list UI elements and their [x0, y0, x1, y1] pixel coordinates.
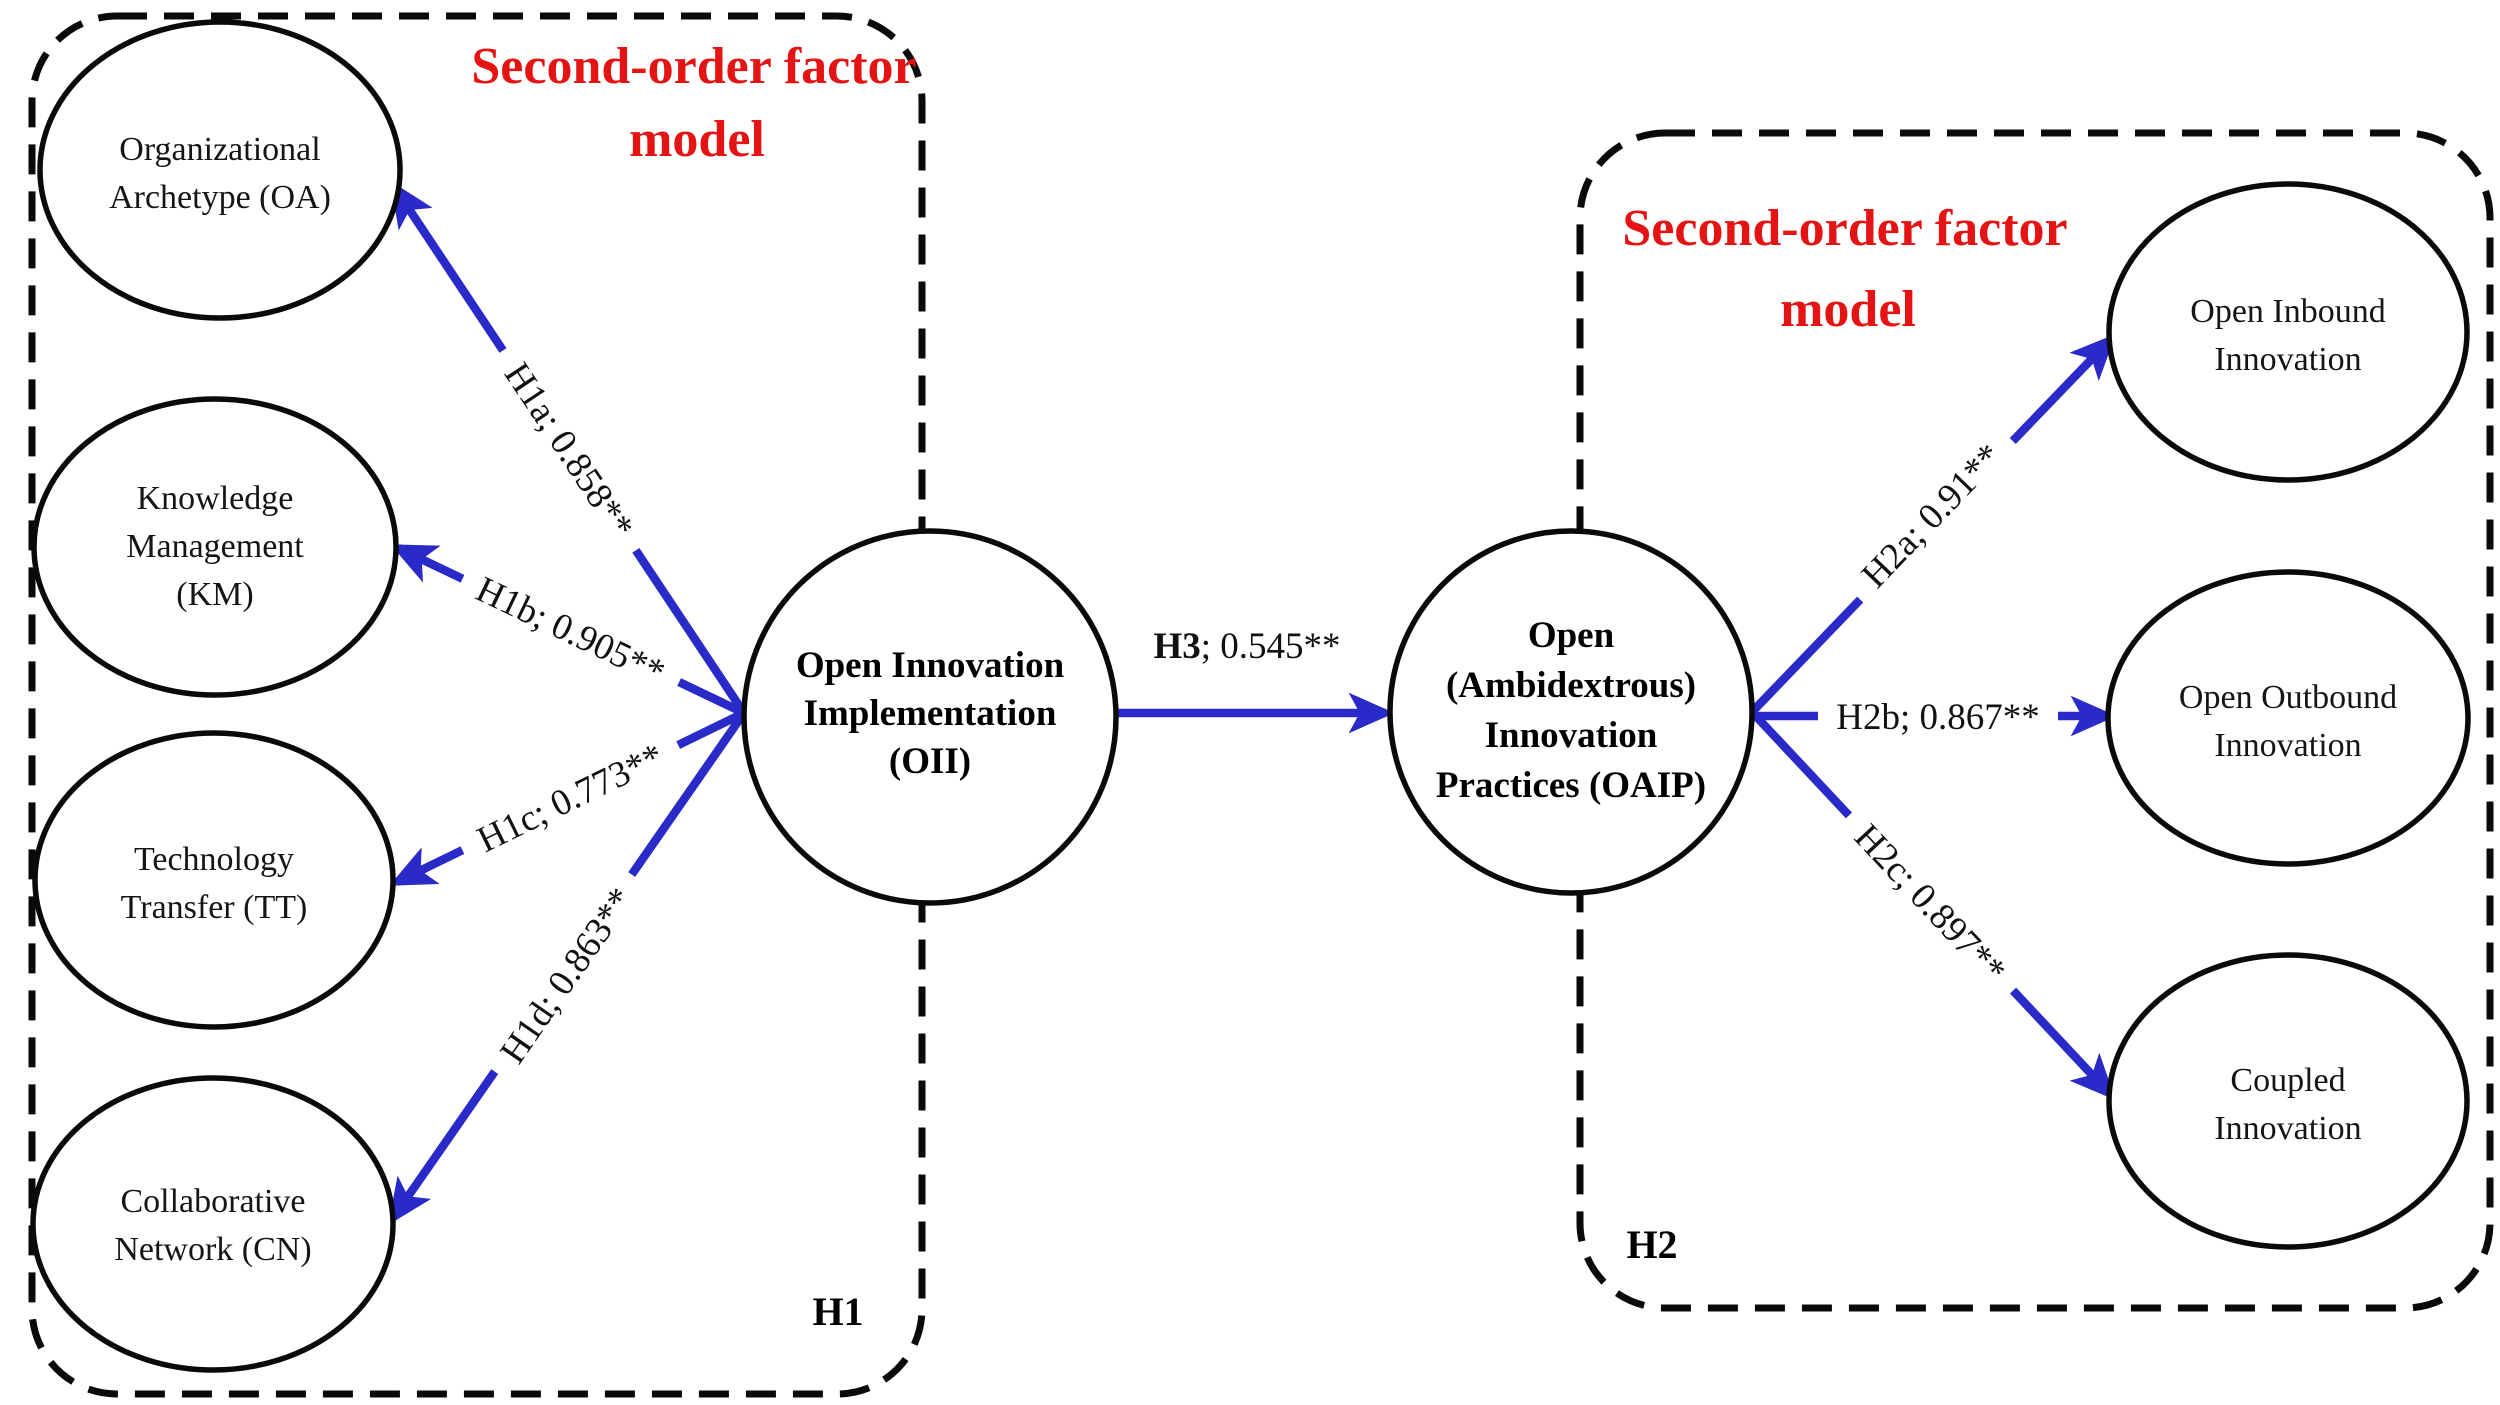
node-oa-label: Organizational Archetype (OA)	[109, 131, 331, 216]
node-oii-line3: (OII)	[889, 741, 971, 782]
node-shapes	[30, 19, 2471, 1373]
node-coupled-label: Coupled Innovation	[2214, 1062, 2361, 1147]
node-cn-line1: Collaborative	[120, 1183, 305, 1220]
node-oii-line1: Open Innovation	[796, 645, 1065, 686]
node-coupled-line2: Innovation	[2214, 1110, 2361, 1147]
left-box-title: Second-order factor model	[471, 38, 916, 168]
node-oaip-line2: (Ambidextrous)	[1446, 665, 1696, 706]
node-knowledge-management	[31, 396, 399, 698]
node-oa-line1: Organizational	[119, 131, 320, 168]
node-outbound-label: Open Outbound Innovation	[2179, 679, 2397, 764]
node-oaip-line3: Innovation	[1485, 715, 1658, 756]
node-inbound-line2: Innovation	[2214, 341, 2361, 378]
node-outbound-line1: Open Outbound	[2179, 679, 2397, 716]
right-box-title: Second-order factor model	[1622, 200, 2067, 338]
edge-label-h1c-bg	[452, 723, 688, 871]
edge-label-h1a-text: H1a; 0.858**	[496, 356, 642, 546]
edge-label-h2c-bg	[1832, 799, 2030, 1007]
edge-label-h1b-bg	[452, 557, 690, 703]
edge-label-h1d-bg	[478, 863, 654, 1087]
node-oaip	[1387, 528, 1755, 896]
node-inbound-line1: Open Inbound	[2190, 293, 2385, 330]
right-box-title-line2: model	[1780, 281, 1916, 338]
edge-label-h1d-text: H1d; 0.863**	[492, 881, 642, 1072]
edge-label-h3-bold: H3	[1153, 626, 1200, 667]
right-box-title-line1: Second-order factor	[1622, 200, 2067, 257]
edge-label-h1c-text: H1c; 0.773**	[471, 736, 670, 861]
node-oii-label: Open Innovation Implementation (OII)	[796, 645, 1065, 782]
edge-label-h2b-text: H2b; 0.867**	[1836, 697, 2040, 738]
edge-label-h2c: H2c; 0.897**	[1832, 799, 2030, 1007]
edge-label-h1a-bg	[484, 337, 656, 563]
edge-label-h1a: H1a; 0.858**	[484, 337, 656, 563]
h1-label: H1	[812, 1289, 863, 1334]
edge-label-h2a-text: H2a; 0.91**	[1854, 436, 2010, 596]
node-km-line1: Knowledge	[137, 480, 294, 517]
node-coupled-innovation	[2106, 952, 2470, 1250]
edge-label-h2a-bg	[1838, 419, 2024, 611]
edge-label-h1b-text: H1b; 0.905**	[470, 569, 671, 694]
node-cn-line2: Network (CN)	[114, 1231, 311, 1268]
edge-label-h2b-bg	[1818, 693, 2058, 739]
node-open-inbound-innovation	[2106, 181, 2470, 483]
node-technology-transfer	[32, 730, 396, 1030]
node-tt-line1: Technology	[134, 841, 294, 878]
node-oa-line2: Archetype (OA)	[109, 179, 331, 216]
edge-label-h2b: H2b; 0.867**	[1818, 693, 2058, 739]
node-oaip-line1: Open	[1528, 615, 1615, 656]
edge-label-h3: H3; 0.545**	[1153, 626, 1340, 667]
node-open-outbound-innovation	[2105, 569, 2471, 867]
h2-label: H2	[1626, 1222, 1677, 1267]
node-tt-label: Technology Transfer (TT)	[121, 841, 308, 926]
node-cn-label: Collaborative Network (CN)	[114, 1183, 311, 1268]
node-coupled-line1: Coupled	[2230, 1062, 2345, 1099]
edge-label-h1d: H1d; 0.863**	[478, 863, 654, 1087]
node-tt-line2: Transfer (TT)	[121, 889, 308, 926]
node-km-line3: (KM)	[176, 576, 253, 613]
node-collaborative-network	[30, 1075, 396, 1373]
edge-label-h2c-text: H2c; 0.897**	[1846, 816, 2014, 991]
node-km-label: Knowledge Management (KM)	[126, 480, 304, 613]
node-open-innovation-implementation	[741, 528, 1119, 906]
edge-label-h2a: H2a; 0.91**	[1838, 419, 2024, 611]
node-oii-line2: Implementation	[804, 693, 1057, 734]
left-box-title-line1: Second-order factor	[471, 38, 916, 95]
edge-label-h3-rest: ; 0.545**	[1201, 626, 1341, 667]
node-outbound-line2: Innovation	[2214, 727, 2361, 764]
node-oaip-line4: Practices (OAIP)	[1436, 765, 1706, 806]
node-km-line2: Management	[126, 528, 304, 565]
node-organizational-archetype	[37, 19, 403, 321]
left-box-title-line2: model	[629, 111, 765, 168]
node-inbound-label: Open Inbound Innovation	[2190, 293, 2385, 378]
node-oaip-label: Open (Ambidextrous) Innovation Practices…	[1436, 615, 1706, 806]
